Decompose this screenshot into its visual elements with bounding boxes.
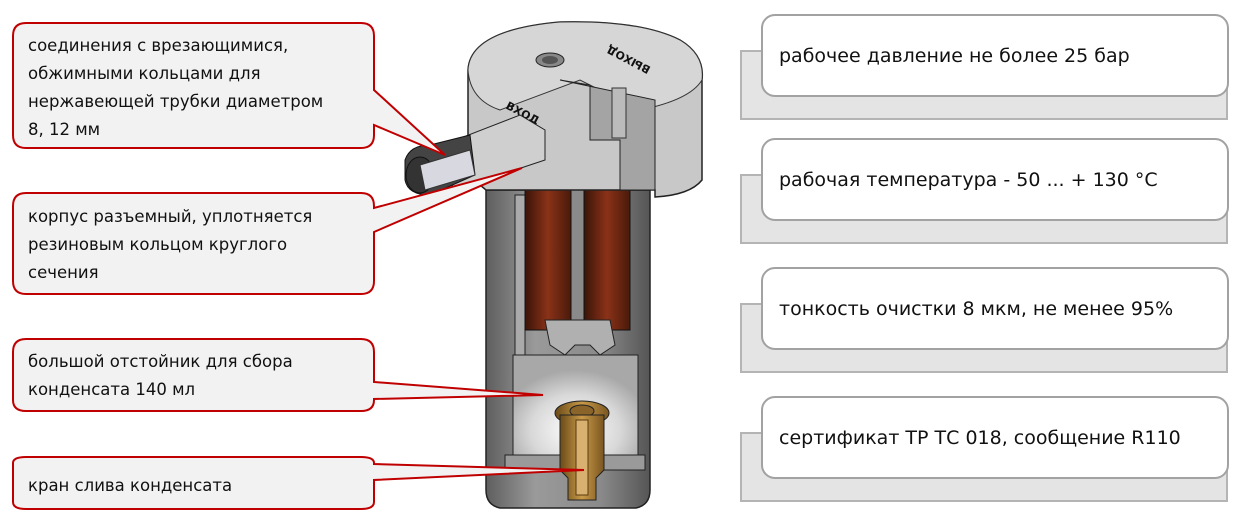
- filter-illustration: ВХОД ВЫХОД: [404, 21, 704, 509]
- callout-housing: [12, 167, 523, 295]
- spec-label: рабочее давление не более 25 бар: [779, 44, 1130, 67]
- spec-filtration: тонкость очистки 8 мкм, не менее 95%: [740, 267, 1230, 374]
- spec-box: тонкость очистки 8 мкм, не менее 95%: [761, 267, 1229, 350]
- callout-line: 8, 12 мм: [28, 120, 101, 139]
- spec-box: сертификат ТР ТС 018, сообщение R110: [761, 396, 1229, 479]
- callout-fittings: [12, 22, 446, 156]
- threaded-bore: [611, 87, 627, 139]
- callout-housing-text: корпус разъемный, уплотняется резиновым …: [28, 203, 312, 287]
- callout-line: сечения: [28, 263, 99, 282]
- spec-certificate: сертификат ТР ТС 018, сообщение R110: [740, 396, 1230, 503]
- callout-drain: [12, 456, 585, 510]
- callout-line: соединения с врезающимися,: [28, 36, 289, 55]
- inlet-fitting: [404, 114, 546, 196]
- spec-label: сертификат ТР ТС 018, сообщение R110: [779, 426, 1181, 449]
- callout-line: резиновым кольцом круглого: [28, 235, 288, 254]
- spec-label: тонкость очистки 8 мкм, не менее 95%: [779, 297, 1174, 320]
- callout-line: кран слива конденсата: [28, 476, 233, 495]
- callout-fittings-text: соединения с врезающимися, обжимными кол…: [28, 32, 323, 144]
- callout-sump-text: большой отстойник для сбора конденсата 1…: [28, 348, 293, 404]
- spec-temperature: рабочая температура - 50 ... + 130 °C: [740, 138, 1230, 245]
- drain-valve: [554, 400, 610, 501]
- spec-box: рабочая температура - 50 ... + 130 °C: [761, 138, 1229, 221]
- element-bottom-cap: [544, 319, 616, 356]
- callout-line: большой отстойник для сбора: [28, 352, 293, 371]
- callout-drain-text: кран слива конденсата: [28, 472, 232, 500]
- callout-line: обжимными кольцами для: [28, 64, 261, 83]
- callout-line: корпус разъемный, уплотняется: [28, 207, 313, 226]
- callout-line: конденсата 140 мл: [28, 380, 196, 399]
- spec-box: рабочее давление не более 25 бар: [761, 14, 1229, 97]
- spec-label: рабочая температура - 50 ... + 130 °C: [779, 168, 1158, 191]
- callout-line: нержавеющей трубки диаметром: [28, 92, 324, 111]
- spec-pressure: рабочее давление не более 25 бар: [740, 14, 1230, 121]
- callout-sump: [12, 338, 544, 412]
